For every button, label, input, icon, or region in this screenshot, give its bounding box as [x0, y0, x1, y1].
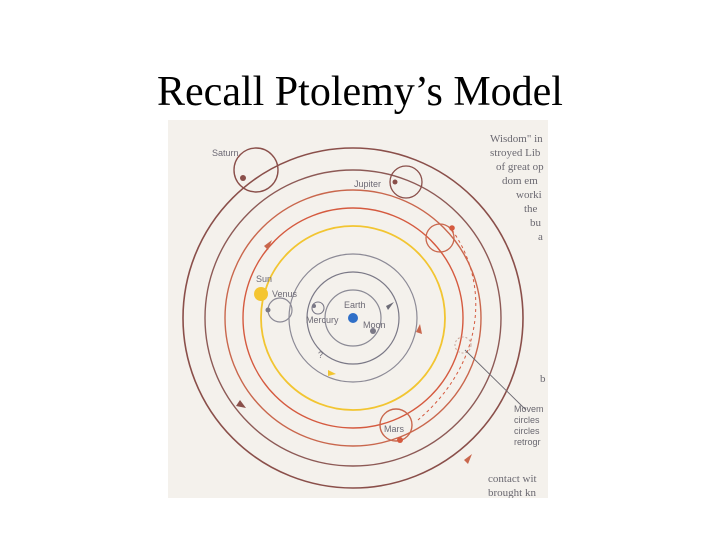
sun-orbit — [260, 225, 446, 411]
caption-line: Movem — [514, 404, 544, 414]
side-text-line: bu — [530, 217, 542, 229]
saturn-planet — [240, 175, 246, 181]
ptolemy-diagram: Saturn Jupiter Sun Venus Earth Mercury M… — [168, 120, 548, 498]
mercury-label: Mercury — [306, 315, 339, 325]
caption-line: circles — [514, 426, 540, 436]
slide-title: Recall Ptolemy’s Model — [157, 69, 563, 115]
arrow-icon — [386, 302, 394, 310]
sun-label: Sun — [256, 274, 272, 284]
saturn-jupiter-orbit — [204, 169, 502, 467]
mars-orbit — [242, 207, 464, 429]
earth-label: Earth — [344, 300, 366, 310]
side-text-line: a — [538, 231, 543, 243]
saturn-label: Saturn — [212, 148, 239, 158]
arrow-icon — [416, 324, 422, 334]
side-text-line: worki — [516, 189, 542, 201]
venus-epicycle — [267, 297, 293, 323]
caption-line: circles — [514, 415, 540, 425]
mars-label: Mars — [384, 424, 404, 434]
jupiter-orbit — [224, 189, 482, 447]
side-text-line: of great op — [496, 161, 544, 173]
side-text-line: Wisdom" in — [490, 133, 543, 145]
jupiter-label: Jupiter — [354, 179, 381, 189]
side-text-letter: b — [540, 373, 546, 385]
ptolemy-diagram-svg: Saturn Jupiter Sun Venus Earth Mercury M… — [182, 133, 546, 498]
moon-orbit — [324, 289, 382, 347]
question-label: ? — [318, 350, 323, 360]
mars-planet — [397, 437, 403, 443]
small-epicycle — [454, 336, 472, 354]
mercury-orbit — [306, 271, 400, 365]
moon-icon — [370, 328, 376, 334]
mercury-planet — [312, 304, 316, 308]
jupiter-epicycle — [389, 165, 423, 199]
side-text-line: brought kn — [488, 487, 536, 498]
moon-label: Moon — [363, 320, 386, 330]
jupiter-planet — [392, 179, 398, 185]
caption-line: retrogr — [514, 437, 541, 447]
arrow-icon — [464, 454, 472, 464]
earth-icon — [348, 313, 358, 323]
outer-orbit — [182, 147, 524, 489]
retrograde-path — [417, 229, 477, 421]
saturn-epicycle — [233, 147, 279, 193]
arrow-icon — [236, 400, 246, 408]
arrow-icon — [264, 240, 272, 250]
outer-epicycle-planet — [449, 225, 455, 231]
pointer-line — [464, 349, 527, 411]
venus-label: Venus — [272, 289, 298, 299]
outer-epicycle — [425, 223, 455, 253]
mercury-epicycle — [311, 301, 325, 315]
arrow-icon — [328, 370, 336, 376]
mars-epicycle — [379, 408, 413, 442]
sun-icon — [254, 287, 268, 301]
side-text-line: stroyed Lib — [490, 147, 541, 159]
venus-planet — [265, 307, 271, 313]
side-text-line: contact wit — [488, 473, 537, 485]
side-text-line: the — [524, 203, 538, 215]
side-text-line: dom em — [502, 175, 538, 187]
